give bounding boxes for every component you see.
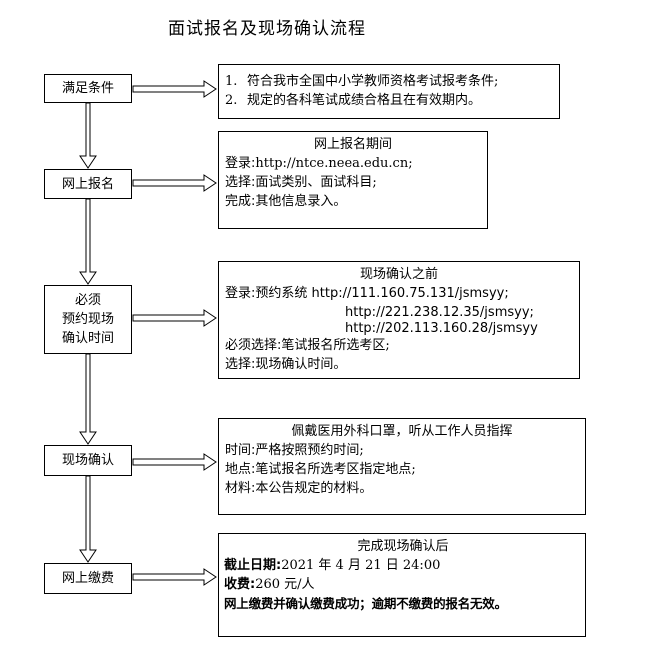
note-row-login: 登录:预约系统 http://111.160.75.131/jsmsyy;: [225, 286, 509, 301]
booking-url-3: http://202.113.160.28/jsmsyy: [345, 321, 538, 336]
step-book-onsite-time: 必须 预约现场 确认时间: [44, 285, 132, 354]
step-label: 满足条件: [61, 81, 114, 96]
down-arrow-1: [79, 102, 97, 169]
note-row-login: 登录:http://ntce.neea.edu.cn;: [225, 156, 413, 171]
step-label-line-2: 预约现场: [61, 312, 114, 327]
right-arrow-1: [132, 80, 217, 98]
note-onsite: 佩戴医用外科口罩，听从工作人员指挥 时间:严格按照预约时间; 地点:笔试报名所选…: [218, 418, 586, 515]
note-payment: 完成现场确认后 截止日期:2021 年 4 月 21 日 24:00 收费:26…: [218, 533, 586, 637]
note-heading: 完成现场确认后: [357, 539, 449, 554]
booking-url-1: http://111.160.75.131/jsmsyy;: [311, 286, 509, 301]
step-meet-conditions: 满足条件: [44, 74, 132, 103]
note-row-required-select: 必须选择:笔试报名所选考区;: [225, 338, 390, 353]
note-online-registration: 网上报名期间 登录:http://ntce.neea.edu.cn; 选择:面试…: [218, 131, 488, 229]
note-conditions: 1.符合我市全国中小学教师资格考试报考条件; 2.规定的各科笔试成绩合格且在有效…: [218, 64, 560, 119]
step-label-line-3: 确认时间: [61, 331, 114, 346]
down-arrow-2: [79, 198, 97, 285]
step-online-registration: 网上报名: [44, 169, 132, 199]
step-online-payment: 网上缴费: [44, 563, 132, 594]
down-arrow-4: [79, 475, 97, 563]
right-arrow-3: [132, 309, 217, 327]
condition-item-1: 1.符合我市全国中小学教师资格考试报考条件;: [225, 74, 499, 89]
note-booking: 现场确认之前 登录:预约系统 http://111.160.75.131/jsm…: [218, 261, 580, 379]
right-arrow-2: [132, 174, 217, 192]
note-row-select: 选择:面试类别、面试科目;: [225, 175, 377, 190]
right-arrow-4: [132, 453, 217, 471]
note-heading: 现场确认之前: [359, 267, 438, 282]
note-row-fee: 收费:260 元/人: [224, 577, 315, 592]
condition-item-2: 2.规定的各科笔试成绩合格且在有效期内。: [225, 93, 482, 108]
step-label: 网上报名: [61, 176, 114, 192]
booking-url-2: http://221.238.12.35/jsmsyy;: [345, 305, 534, 320]
note-row-complete: 完成:其他信息录入。: [225, 194, 347, 209]
note-heading: 佩戴医用外科口罩，听从工作人员指挥: [291, 424, 513, 439]
note-row-materials: 材料:本公告规定的材料。: [225, 481, 373, 496]
note-row-time: 时间:严格按照预约时间;: [225, 443, 364, 458]
down-arrow-3: [79, 353, 97, 445]
step-label: 现场确认: [61, 453, 114, 468]
step-onsite-confirmation: 现场确认: [44, 445, 132, 476]
note-row-deadline: 截止日期:2021 年 4 月 21 日 24:00: [224, 558, 441, 573]
note-row-select: 选择:现场确认时间。: [225, 357, 347, 372]
note-row-place: 地点:笔试报名所选考区指定地点;: [225, 462, 416, 477]
note-heading: 网上报名期间: [313, 137, 392, 152]
right-arrow-5: [132, 568, 217, 586]
diagram-title: 面试报名及现场确认流程: [168, 19, 366, 39]
step-label: 网上缴费: [61, 571, 114, 586]
step-label-line-1: 必须: [74, 293, 101, 308]
note-row-final: 网上缴费并确认缴费成功；逾期不缴费的报名无效。: [224, 596, 507, 611]
